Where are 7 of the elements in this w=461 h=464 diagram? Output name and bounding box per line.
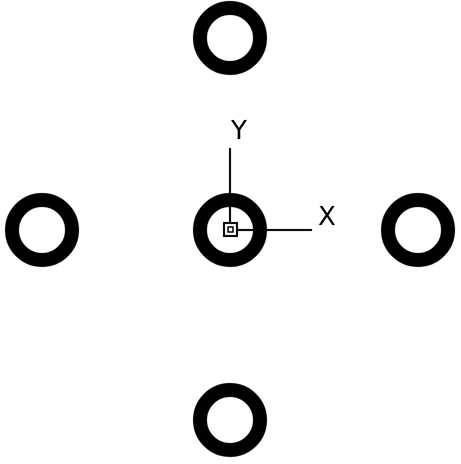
ring-symbol (381, 193, 455, 267)
y-axis-label: Y (231, 118, 247, 144)
ring-symbol (193, 383, 267, 457)
ring-symbol (193, 193, 267, 267)
ring-symbol (5, 193, 79, 267)
ring-symbol (193, 1, 267, 75)
x-axis-label: X (318, 204, 336, 230)
